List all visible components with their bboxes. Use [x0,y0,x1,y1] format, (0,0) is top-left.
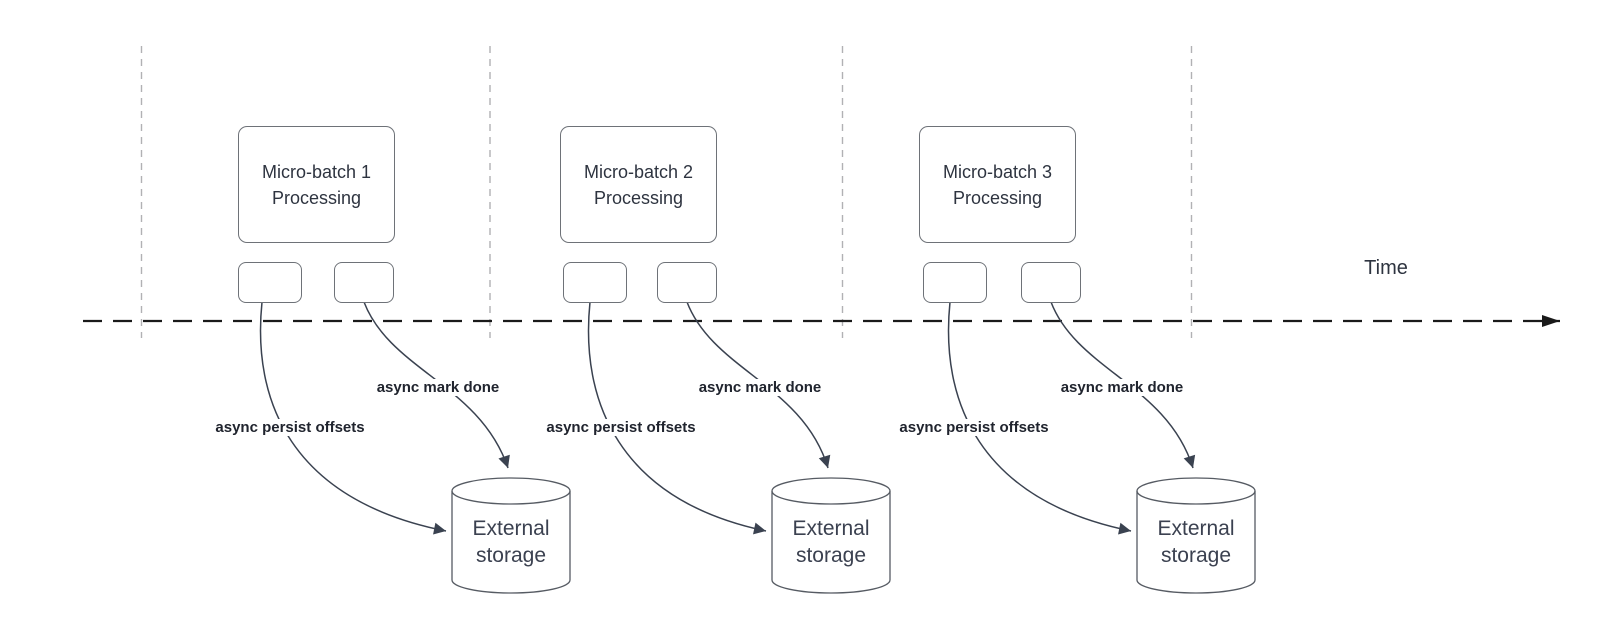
persist-offsets-label: async persist offsets [896,419,1052,436]
mark-done-label: async mark done [695,379,825,396]
mark-done-label: async mark done [1057,379,1187,396]
offset-task-box-left [563,262,627,303]
persist-offsets-label: async persist offsets [212,419,368,436]
micro-batch-subtitle: Processing [593,187,684,208]
micro-batch-2-processing-box: Micro-batch 2 Processing [560,126,717,243]
storage-label-line2: storage [1160,544,1232,567]
micro-batch-1-processing-box: Micro-batch 1 Processing [238,126,395,243]
storage-label-line2: storage [795,544,867,567]
micro-batch-subtitle: Processing [952,187,1043,208]
persist-offsets-arrow [587,301,767,535]
offset-task-box-right [657,262,717,303]
storage-label-line1: External [1157,517,1235,540]
micro-batch-title: Micro-batch 2 [583,161,694,182]
offset-task-box-left [238,262,302,303]
mark-done-label: async mark done [373,379,503,396]
external-storage-cylinder [1136,477,1256,594]
external-storage-label: External storage [1157,515,1234,569]
offset-task-box-right [1021,262,1081,303]
micro-batch-title: Micro-batch 1 [261,161,372,182]
persist-offsets-label: async persist offsets [543,419,699,436]
external-storage-cylinder [451,477,571,594]
storage-label-line1: External [472,517,550,540]
micro-batch-subtitle: Processing [271,187,362,208]
external-storage-label: External storage [472,515,549,569]
persist-offsets-arrow [947,301,1132,535]
micro-batch-3-processing-box: Micro-batch 3 Processing [919,126,1076,243]
offset-task-box-left [923,262,987,303]
offset-task-box-right [334,262,394,303]
persist-offsets-arrow [259,301,447,535]
external-storage-label: External storage [792,515,869,569]
storage-label-line1: External [792,517,870,540]
storage-label-line2: storage [475,544,547,567]
external-storage-cylinder [771,477,891,594]
time-axis-label: Time [1364,257,1408,279]
micro-batch-title: Micro-batch 3 [942,161,1053,182]
